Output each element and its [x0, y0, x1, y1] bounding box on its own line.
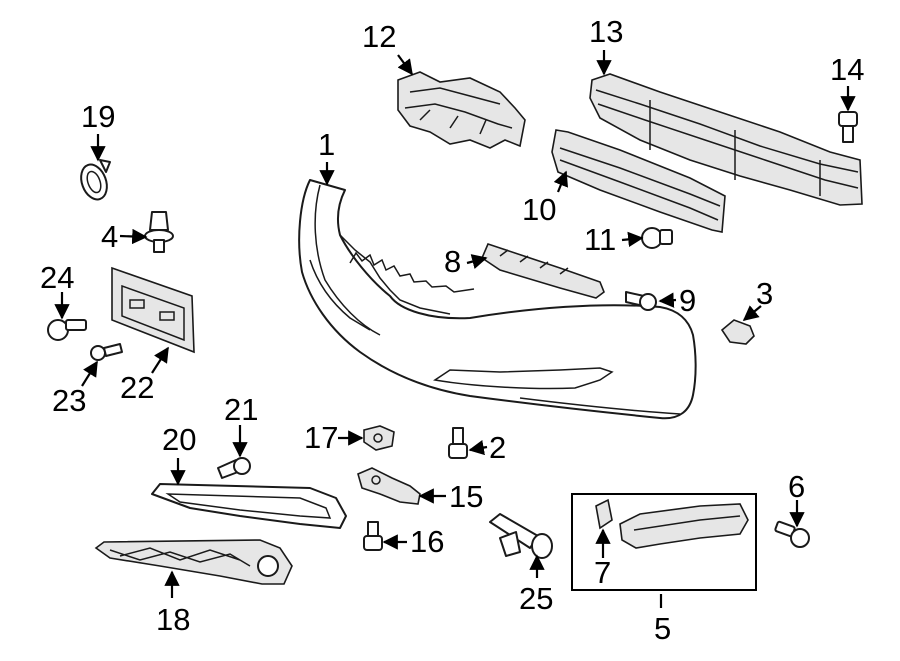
callout-13: 13: [589, 14, 623, 49]
bumper-reinforcement-part: [589, 73, 863, 206]
callout-7: 7: [594, 555, 611, 590]
callout-8: 8: [444, 244, 461, 279]
callout-17: 17: [304, 420, 338, 455]
callout-leaders: [54, 50, 856, 608]
callout-10: 10: [522, 192, 556, 227]
bolt-24-part: [47, 319, 87, 341]
screw-21-part: [217, 457, 251, 479]
push-clip-4-part: [144, 211, 174, 253]
fog-bezel-part: [151, 483, 347, 529]
bolt-11-part: [641, 227, 673, 249]
energy-absorber-part: [397, 71, 526, 149]
bolt-16-part: [363, 521, 383, 551]
callout-9: 9: [679, 283, 696, 318]
callout-5: 5: [654, 611, 671, 646]
callout-23: 23: [52, 383, 86, 418]
callout-12: 12: [362, 19, 396, 54]
callout-11: 11: [584, 222, 616, 257]
callout-15: 15: [449, 479, 483, 514]
screw-23-part: [90, 343, 123, 361]
callout-labels: 1 2 3 4 5 6 7 8 9 10 11 12 13 14 15 16 1…: [40, 14, 864, 646]
sensor-ring-part: [80, 159, 111, 201]
callout-21: 21: [224, 392, 258, 427]
callout-25: 25: [519, 581, 553, 616]
kit-box-5: [571, 493, 757, 591]
callout-1: 1: [318, 127, 335, 162]
license-bracket-part: [111, 266, 195, 354]
bracket-15-part: [357, 467, 421, 505]
lower-grille-part: [94, 539, 293, 585]
clip-3-part: [720, 319, 755, 345]
callout-20: 20: [162, 422, 196, 457]
callout-14: 14: [830, 52, 864, 87]
callout-4: 4: [101, 219, 118, 254]
bolt-2-part: [448, 427, 468, 459]
callout-22: 22: [120, 370, 154, 405]
screw-9-part: [625, 291, 657, 311]
callout-3: 3: [756, 276, 773, 311]
callout-19: 19: [81, 99, 115, 134]
bolt-14-part: [838, 111, 858, 143]
bumper-cover-part: [298, 179, 697, 420]
callout-6: 6: [788, 469, 805, 504]
lower-absorber-part: [551, 129, 726, 233]
nut-clip-17-part: [363, 425, 395, 451]
bolt-6-part: [774, 520, 810, 548]
parking-sensor-part: [489, 513, 553, 559]
callout-2: 2: [489, 430, 506, 465]
callout-18: 18: [156, 602, 190, 637]
callout-16: 16: [410, 524, 444, 559]
bracket-strip-part: [481, 243, 605, 299]
callout-24: 24: [40, 260, 74, 295]
